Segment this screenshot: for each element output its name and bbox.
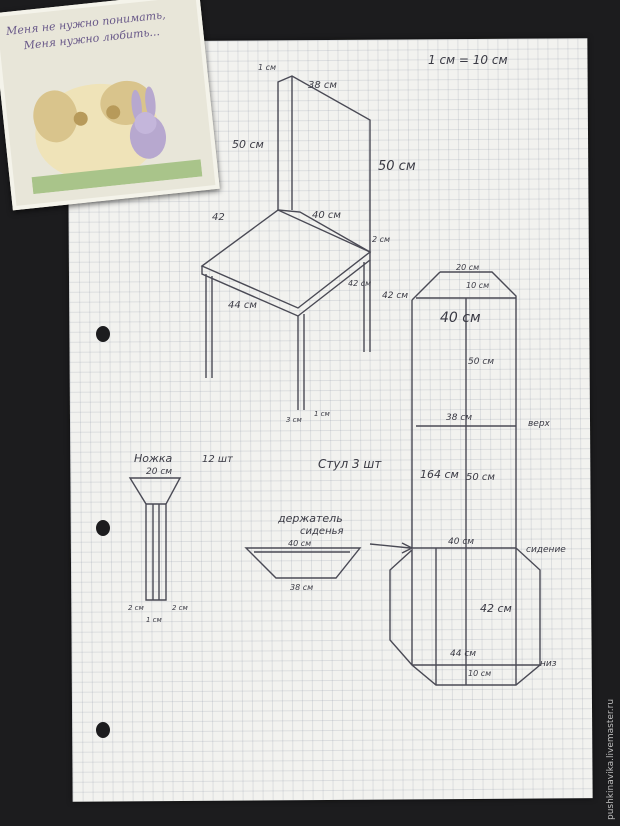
- holder-bottom: 38 см: [290, 583, 313, 592]
- label-back-width: 38 см: [308, 80, 337, 91]
- pattern-bottom-edge: 10 см: [468, 669, 491, 678]
- label-seat-depth: 40 см: [312, 210, 341, 221]
- pattern-seat-height: 50 см: [466, 472, 495, 483]
- label-scale: 1 см = 10 см: [428, 53, 508, 67]
- pattern-back-height: 50 см: [468, 357, 494, 367]
- label-seat-thickness: 2 см: [372, 235, 390, 244]
- pattern-bottom-width: 44 см: [450, 649, 476, 659]
- pattern-top-edge: 10 см: [466, 281, 489, 290]
- chair-leg: [297, 314, 305, 410]
- holder-title-2: сиденья: [300, 526, 344, 537]
- pattern-front-height: 42 см: [480, 602, 512, 615]
- leg-part-title: Ножка: [134, 452, 173, 465]
- label-back-height: 50 см: [232, 138, 264, 151]
- pattern-width-38: 38 см: [446, 413, 472, 423]
- pattern-label-seat: сидение: [526, 545, 566, 555]
- pattern-folds: [435, 298, 517, 685]
- arrow: [369, 542, 414, 554]
- punch-hole: [96, 520, 110, 536]
- leg-part-top: 20 см: [146, 467, 172, 477]
- leg-part-bottom-right: 2 см: [172, 604, 189, 612]
- label-leg-height-back: 42 см: [382, 291, 408, 301]
- postcard: Меня не нужно понимать, Меня нужно любит…: [0, 0, 220, 211]
- punch-hole: [96, 326, 110, 342]
- chair-leg: [363, 260, 371, 352]
- label-chairs-count: Стул 3 шт: [318, 457, 382, 471]
- label-seat-side: 42: [212, 212, 225, 223]
- pattern-label-top: верх: [528, 419, 551, 429]
- holder-title-1: держатель: [277, 512, 343, 525]
- label-back-height-right: 50 см: [378, 159, 416, 174]
- label-leg-height: 42 см: [348, 279, 371, 288]
- watermark: pushkinavika.livemaster.ru: [606, 690, 620, 820]
- pattern-seat-width: 40 см: [448, 537, 474, 547]
- watermark-text: pushkinavika.livemaster.ru: [606, 698, 616, 820]
- label-top-thickness: 1 см: [258, 63, 276, 72]
- pattern-total-height: 164 см: [420, 468, 459, 481]
- pattern-label-bottom: низ: [540, 659, 557, 669]
- seat-holder: [244, 547, 362, 579]
- label-seat-front: 44 см: [228, 300, 257, 311]
- pattern-top: [411, 271, 441, 301]
- leg-part-bottom-mid: 1 см: [146, 616, 163, 624]
- punch-hole: [96, 722, 110, 738]
- leg-part-inner: [146, 503, 166, 600]
- chair-seat: [200, 209, 372, 309]
- pattern-upper-width: 40 см: [440, 310, 481, 326]
- pattern-outline: [389, 271, 541, 686]
- leg-part: [128, 477, 182, 601]
- label-leg-foot: 3 см: [286, 416, 303, 424]
- label-leg-foot-2: 1 см: [314, 410, 331, 418]
- holder-top: 40 см: [288, 539, 311, 548]
- leg-part-count: 12 шт: [202, 454, 234, 465]
- leg-part-bottom-left: 2 см: [128, 604, 145, 612]
- chair-leg: [205, 274, 213, 378]
- elephant-illustration: [31, 80, 203, 195]
- pattern-top-width: 20 см: [456, 263, 479, 272]
